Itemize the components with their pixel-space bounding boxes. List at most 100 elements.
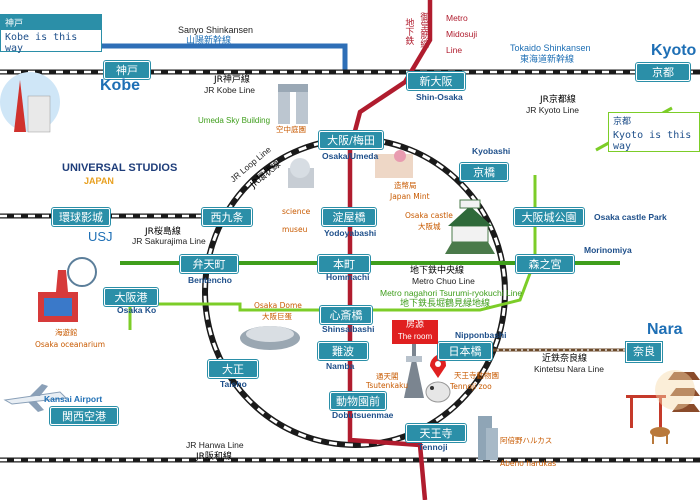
jr-kobe-jp: JR神戸線 — [214, 75, 250, 85]
nara-en: Nara — [647, 321, 683, 338]
sanyo-shinkansen-en: Sanyo Shinkansen — [178, 25, 254, 35]
kobe-box-title: 神戸 — [1, 15, 101, 30]
station-namba: 難波 — [318, 342, 368, 360]
station-kyoto: 京都 — [636, 63, 690, 81]
tsutenkaku-jp: 通天閣 — [376, 372, 399, 381]
usj-en: USJ — [88, 229, 113, 244]
umeda-sky-building-icon — [278, 84, 308, 124]
osaka-castle-en: Osaka castle — [405, 211, 453, 220]
jr-hanwa-en: JR Hanwa Line — [186, 440, 244, 450]
kyoto-box-title: 京都 — [609, 113, 699, 128]
umeda-sky-en: Umeda Sky Building — [198, 116, 271, 125]
sanyo-shinkansen-jp: 山陽新幹線 — [186, 36, 232, 46]
station-bentencho: 弁天町 — [180, 255, 238, 273]
kansai-airport-en: Kansai Airport — [44, 394, 103, 404]
abeno-harukas-icon — [478, 416, 498, 460]
station-kyobashi: 京橋 — [460, 163, 508, 181]
station-nipponbashi: 日本橋 — [438, 342, 492, 360]
osaka-dome-jp: 大阪巨蛋 — [262, 312, 292, 321]
tsutenkaku-en: Tsutenkaku — [366, 381, 408, 390]
metro-chuo-jp: 地下鉄中央線 — [410, 266, 465, 276]
kobe-direction-box: 神戸 Kobe is this way — [0, 14, 102, 54]
station-kansai-airport: 関西空港 — [50, 407, 118, 425]
namba-en: Namba — [326, 361, 355, 371]
metro-nagahori-jp: 地下鉄長堀鶴見緑地線 — [400, 299, 491, 309]
bentencho-en: Bentencho — [188, 275, 232, 285]
room-marker: 房源 The room — [392, 320, 438, 344]
kintetsu-nara-jp: 近鉄奈良線 — [542, 354, 588, 364]
station-hommachi: 本町 — [318, 255, 370, 273]
station-nishikujo: 西九条 — [202, 208, 252, 226]
nipponbashi-en: Nipponbashi — [455, 330, 507, 340]
metro-chuo-en: Metro Chuo Line — [412, 276, 475, 286]
metro-nagahori-en: Metro nagahori Tsurumi-ryokuchi Line — [380, 288, 523, 298]
jr-sakurajima-jp: JR桜島線 — [145, 227, 181, 237]
station-morinomiya: 森之宮 — [516, 255, 574, 273]
osakako-en: Osaka Ko — [117, 305, 157, 315]
jr-sakurajima-en: JR Sakurajima Line — [132, 236, 206, 246]
room-marker-en: The room — [397, 332, 433, 341]
osaka-dome-icon — [240, 326, 300, 350]
kyobashi-en: Kyobashi — [472, 146, 511, 156]
station-osakako: 大阪港 — [104, 288, 158, 306]
tokaido-shinkansen-en: Tokaido Shinkansen — [510, 43, 591, 53]
tokaido-shinkansen-jp: 東海道新幹線 — [520, 55, 575, 65]
aquarium-en: Osaka oceanarium — [35, 340, 106, 349]
station-nara: 奈良 — [626, 342, 662, 362]
osaka-castle-park-en: Osaka castle Park — [594, 212, 667, 222]
room-pin-icon — [430, 354, 446, 378]
science-jp: museu — [282, 225, 308, 234]
dobutsuenmae-en: Dobutsuenmae — [332, 410, 394, 420]
umeda-sky-jp: 空中庭園 — [276, 125, 306, 134]
jr-hanwa-jp: JR阪和線 — [196, 452, 232, 462]
kintetsu-nara-en: Kintetsu Nara Line — [534, 364, 604, 374]
station-yodoyabashi: 淀屋橋 — [322, 208, 376, 226]
midosuji-jp-2: 地下鉄 — [403, 18, 414, 45]
jr-kyoto-jp: JR京都線 — [540, 95, 576, 105]
hommachi-en: Hommachi — [326, 272, 370, 282]
japan-mint-en: Japan Mint — [390, 192, 430, 201]
shinsaibashi-en: Shinsaibashi — [322, 324, 375, 334]
usj-logo-sub: JAPAN — [84, 176, 114, 186]
science-museum-icon — [288, 158, 314, 188]
shin-osaka-en: Shin-Osaka — [416, 92, 463, 102]
japan-mint-icon — [375, 150, 413, 178]
morinomiya-en: Morinomiya — [584, 245, 632, 255]
airplane-icon — [3, 384, 68, 412]
station-shin-osaka: 新大阪 — [407, 72, 465, 90]
nara-pagoda-icon — [626, 370, 700, 444]
usj-logo-text: UNIVERSAL STUDIOS — [62, 162, 178, 174]
kobe-tower-icon — [0, 72, 60, 133]
midosuji-en-2: Midosuji — [446, 29, 478, 39]
yodoyabashi-en: Yodoyabashi — [324, 228, 377, 238]
osaka-umeda-en: Osaka/Umeda — [322, 151, 379, 161]
midosuji-jp-1: 御堂筋線 — [418, 12, 429, 48]
jr-kyoto-en: JR Kyoto Line — [526, 105, 579, 115]
tennoji-en: Tennoji — [418, 442, 448, 452]
station-taisho: 大正 — [208, 360, 258, 378]
taisho-en: Taisho — [220, 379, 247, 389]
station-kobe: 神戸 — [104, 61, 150, 79]
jr-kobe-en: JR Kobe Line — [204, 85, 256, 95]
science-en: science — [282, 207, 311, 216]
station-universal: 環球影城 — [52, 208, 110, 226]
kyoto-direction-box: 京都 Kyoto is this way — [608, 112, 700, 152]
station-dobutsuenmae: 動物園前 — [330, 392, 386, 410]
japan-mint-jp: 造幣局 — [394, 181, 417, 190]
station-shinsaibashi: 心斎橋 — [320, 306, 372, 324]
abeno-en: Abeno harukas — [500, 459, 557, 468]
aquarium-icon — [38, 257, 97, 322]
osaka-castle-jp: 大阪城 — [418, 222, 441, 231]
osaka-castle-icon — [445, 199, 495, 254]
tennoji-zoo-en: Tennoji zoo — [450, 382, 492, 391]
room-marker-jp: 房源 — [405, 320, 424, 330]
station-osakajokoen: 大阪城公園 — [514, 208, 584, 226]
station-tennoji: 天王寺 — [406, 424, 466, 442]
kobe-en: Kobe — [100, 77, 140, 94]
kobe-box-text: Kobe is this way — [5, 32, 78, 54]
osaka-dome-en: Osaka Dome — [254, 301, 302, 310]
abeno-jp: 阿倍野ハルカス — [500, 436, 553, 445]
station-osaka-umeda: 大阪/梅田 — [319, 131, 383, 149]
midosuji-en-1: Metro — [446, 13, 468, 23]
